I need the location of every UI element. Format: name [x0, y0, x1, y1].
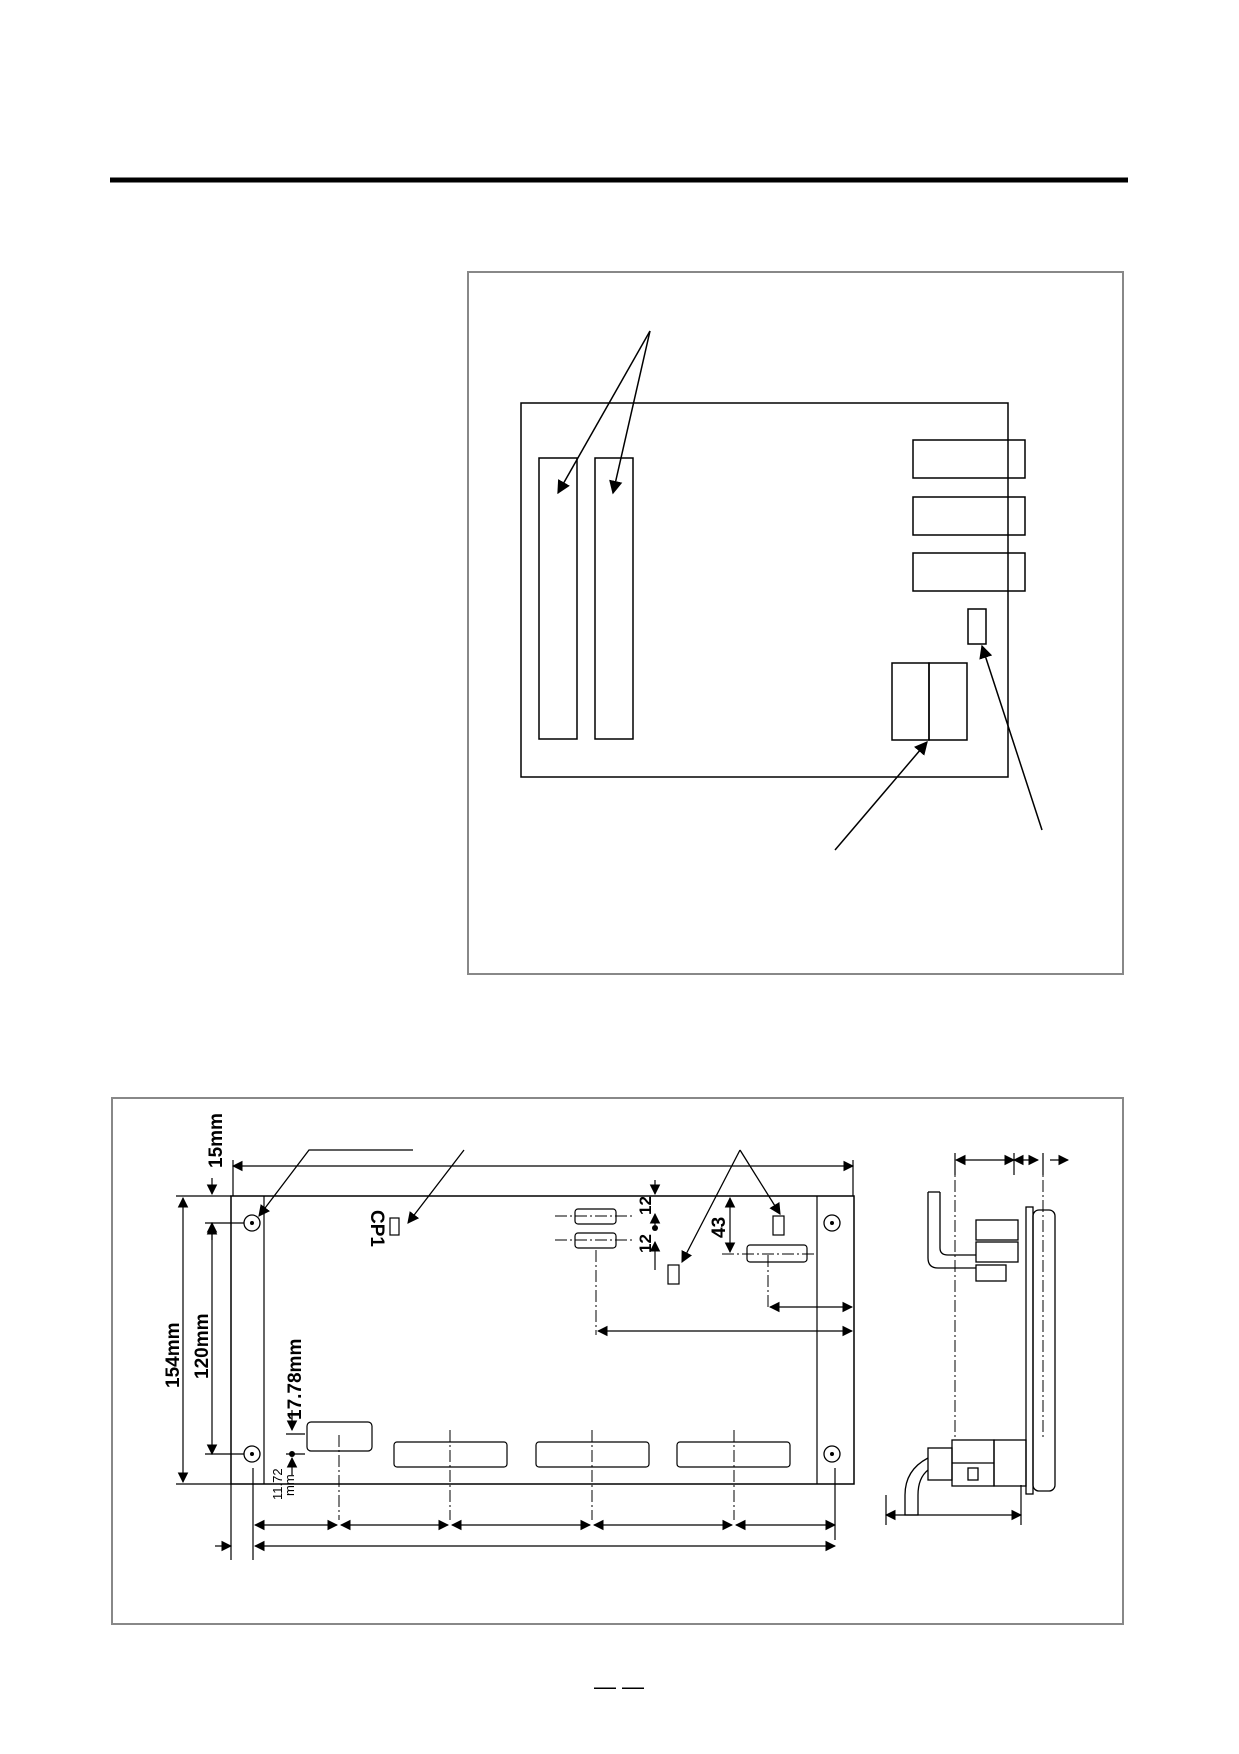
page-marker: — —	[594, 1674, 644, 1699]
dimension-lines	[215, 1153, 1070, 1560]
vertical-dimension-lines	[176, 1178, 736, 1485]
leader-arrows	[258, 1149, 781, 1264]
board-outline	[520, 402, 1009, 778]
dim-15mm-label: 15mm	[206, 1113, 227, 1168]
dim-12-label: 12	[636, 1234, 655, 1253]
mounting-hole	[243, 1445, 261, 1463]
dim-120mm-label: 120mm	[192, 1314, 213, 1380]
mounting-hole	[243, 1214, 261, 1232]
reference-dot	[652, 1225, 658, 1231]
dual-connector-right	[928, 662, 968, 741]
dim-11-72-unit-label: mm	[282, 1474, 297, 1496]
figure-1	[467, 271, 1124, 975]
dim-12-label: 12	[636, 1196, 655, 1215]
figure-2-frame	[111, 1097, 1124, 1625]
dual-connector-left	[891, 662, 930, 741]
dim-17-78mm-label: 17.78mm	[285, 1339, 306, 1420]
cp1-component	[389, 1217, 400, 1236]
reference-dot	[289, 1451, 295, 1457]
leader-arrow	[609, 330, 651, 495]
side-connector-2	[912, 496, 1026, 536]
center-lines	[338, 1160, 1044, 1520]
side-connector-3	[912, 552, 1026, 592]
slot-connector-1	[538, 457, 578, 740]
leader-arrow	[557, 330, 651, 495]
board-front-outline	[230, 1195, 855, 1485]
cp1-label: CP1	[366, 1210, 387, 1247]
leader-arrow	[979, 644, 1043, 831]
mounting-hole	[823, 1445, 841, 1463]
dim-154mm-label: 154mm	[163, 1323, 184, 1389]
dim-43-label: 43	[709, 1217, 730, 1238]
small-part	[772, 1215, 785, 1236]
slot-connector-2	[594, 457, 634, 740]
figure-1-frame	[467, 271, 1124, 975]
mounting-hole	[823, 1214, 841, 1232]
leader-arrow	[834, 740, 928, 851]
small-part	[667, 1264, 680, 1285]
side-connector-1	[912, 439, 1026, 479]
small-component	[967, 608, 987, 645]
dim-11-72-label: 11.72	[270, 1468, 285, 1500]
figure-2: CP1 15mm 154mm 120mm 17.78mm 11.72 mm 43…	[111, 1097, 1124, 1625]
side-view	[904, 1191, 1056, 1516]
